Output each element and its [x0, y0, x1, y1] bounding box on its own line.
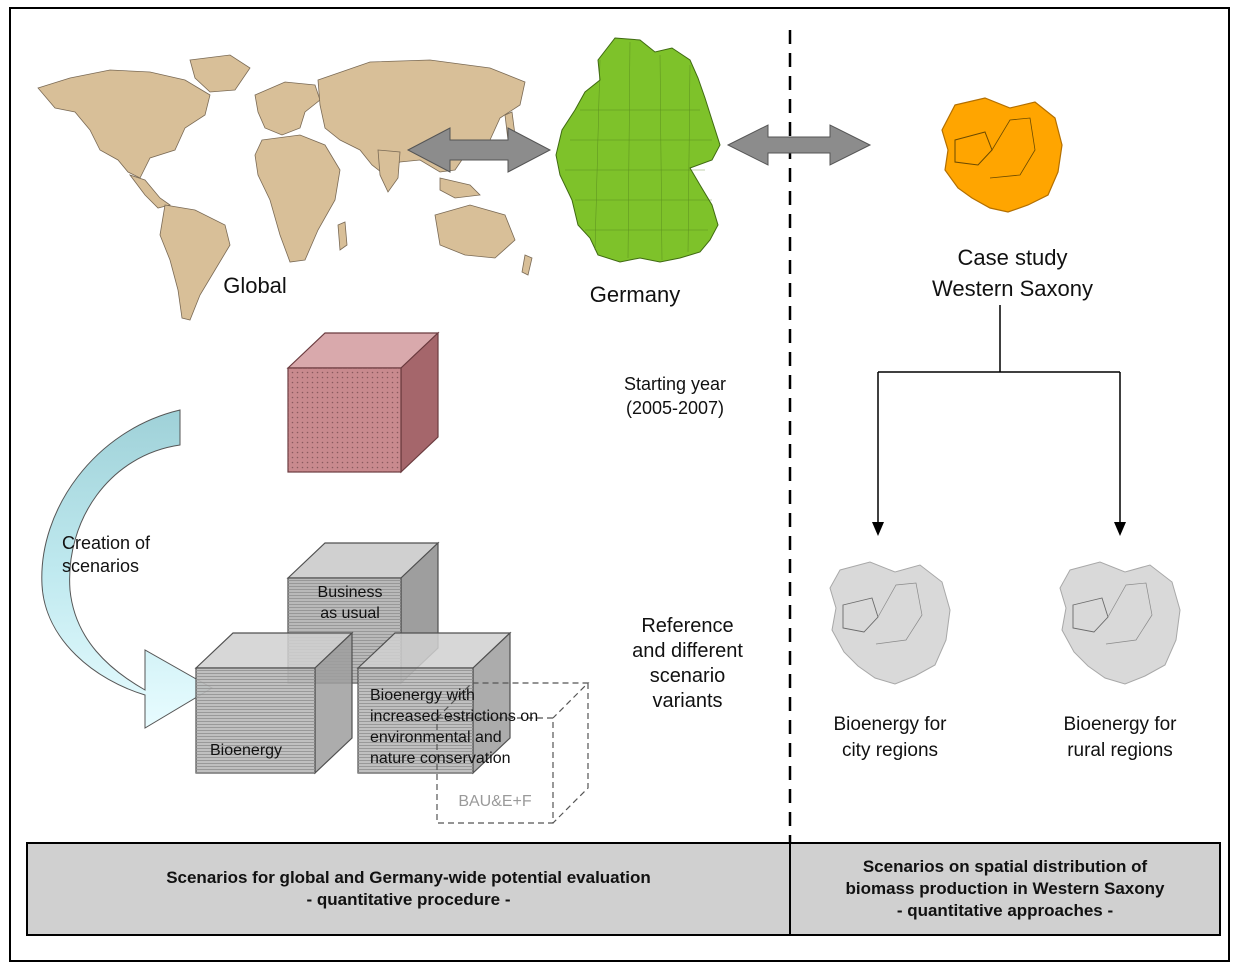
business-as-usual-label: Business as usual	[300, 582, 400, 624]
starting-year-line-1: Starting year	[623, 374, 727, 394]
city-line-2: city regions	[841, 740, 939, 761]
rural-line-1: Bioenergy for	[1063, 714, 1177, 735]
starting-year-line-2: (2005-2007)	[625, 398, 725, 418]
restrictions-line-3: environmental and	[370, 729, 502, 746]
rural-regions-label: Bioenergy for rural regions	[1040, 712, 1200, 764]
footer-box-global: Scenarios for global and Germany-wide po…	[26, 842, 791, 936]
creation-of-scenarios-label: Creation of scenarios	[62, 532, 182, 578]
curved-arrow-creation	[41, 409, 213, 729]
city-line-1: Bioenergy for	[833, 714, 947, 735]
creation-line-1: Creation of	[62, 533, 151, 553]
bau-ef-cube	[436, 682, 590, 824]
world-map	[37, 54, 533, 321]
restrictions-line-4: nature conservation	[370, 750, 511, 767]
bau-line-2: as usual	[320, 605, 380, 622]
arrowhead-rural	[1114, 522, 1126, 536]
footer-global-line-1: Scenarios for global and Germany-wide po…	[166, 867, 651, 887]
reference-line-4: variants	[652, 690, 723, 712]
case-study-line-1: Case study	[957, 245, 1068, 270]
germany-map	[555, 37, 721, 263]
bioenergy-cube	[194, 631, 354, 775]
footer-global-line-2: - quantitative procedure -	[306, 890, 511, 909]
case-study-label: Case study Western Saxony	[900, 242, 1125, 304]
creation-line-2: scenarios	[62, 556, 140, 576]
city-regions-label: Bioenergy for city regions	[810, 712, 970, 764]
reference-line-2: and different	[632, 640, 743, 662]
germany-label: Germany	[589, 282, 681, 307]
footer-box-saxony: Scenarios on spatial distribution of bio…	[789, 842, 1221, 936]
bau-line-1: Business	[317, 584, 383, 601]
starting-year-cube	[286, 331, 440, 474]
starting-year-label: Starting year (2005-2007)	[590, 372, 760, 420]
footer-saxony-line-3: - quantitative approaches -	[896, 901, 1114, 921]
restrictions-line-2: increased estrictions on	[370, 708, 539, 725]
double-arrow-germany-saxony	[726, 124, 872, 166]
global-label: Global	[223, 273, 287, 298]
saxony-map-city	[829, 561, 951, 685]
double-arrow-global-germany	[406, 127, 552, 173]
footer-saxony-line-1: Scenarios on spatial distribution of	[862, 856, 1148, 876]
saxony-map-orange	[941, 97, 1063, 213]
bioenergy-restrictions-label: Bioenergy with increased estrictions on …	[370, 685, 570, 769]
footer-saxony-line-2: biomass production in Western Saxony	[845, 878, 1165, 898]
case-study-line-2: Western Saxony	[931, 276, 1093, 301]
restrictions-line-1: Bioenergy with	[370, 687, 475, 704]
rural-line-2: rural regions	[1067, 740, 1173, 761]
arrowhead-city	[872, 522, 884, 536]
bioenergy-label: Bioenergy	[210, 742, 283, 759]
tree-connector	[877, 305, 1121, 525]
saxony-map-rural	[1059, 561, 1181, 685]
figure-frame	[9, 7, 1230, 962]
bioenergy-restrictions-cube	[356, 631, 512, 775]
reference-variants-label: Reference and different scenario variant…	[610, 614, 765, 714]
reference-line-3: scenario	[649, 665, 726, 687]
bau-ef-label: BAU&E+F	[458, 793, 532, 810]
reference-line-1: Reference	[641, 615, 734, 637]
